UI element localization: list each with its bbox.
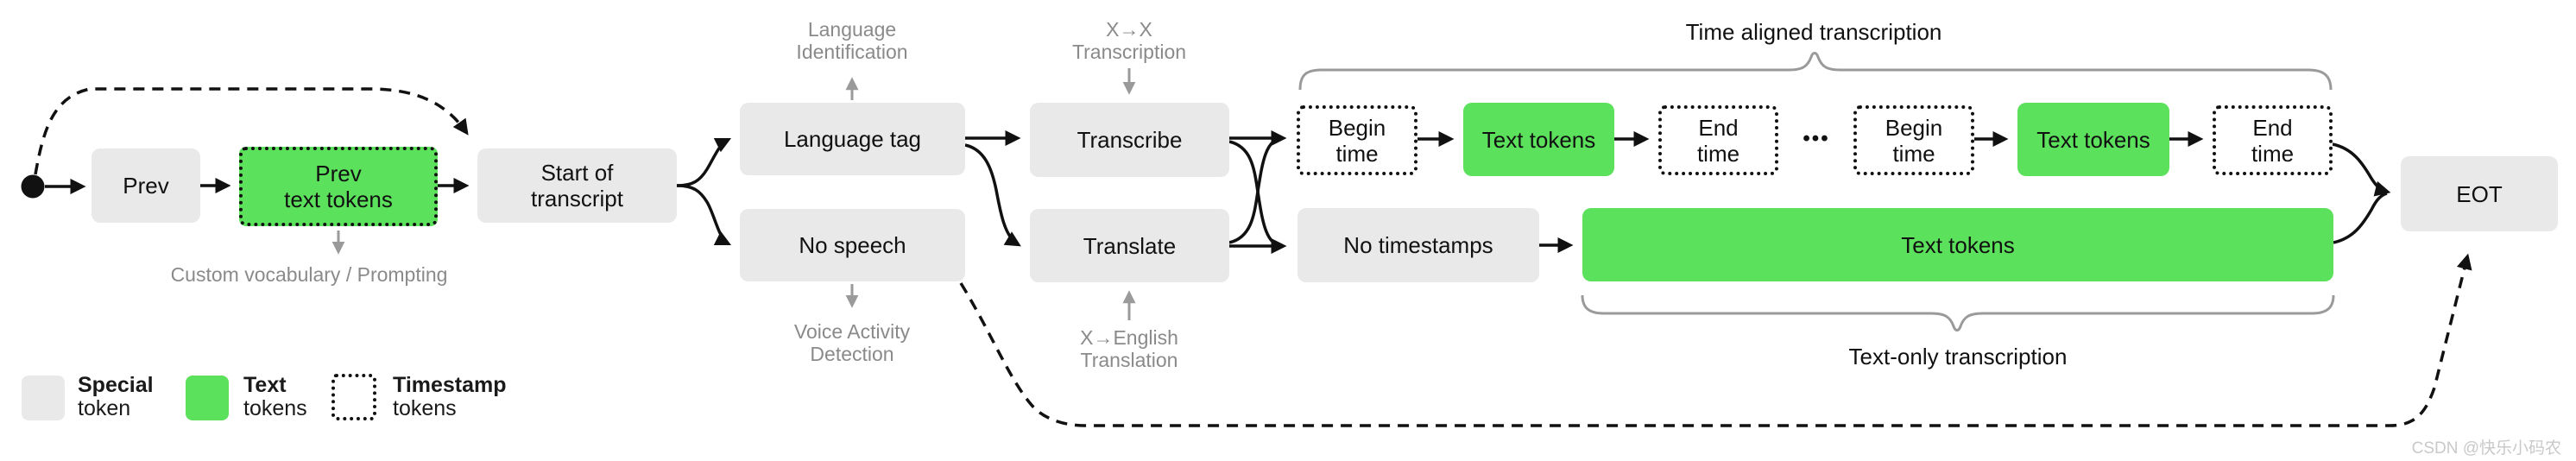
legend-timestamp-tokens-swatch [331,374,376,420]
annotation-xx-transcription: X→X Transcription [1072,18,1186,63]
node-prev-label: Prev [123,173,169,199]
annotation-line: Language [807,18,897,41]
node-text-tokens-2: Text tokens [2017,103,2169,176]
node-no-speech: No speech [740,209,965,281]
braces [1298,52,2335,332]
annotation-line: X→English [1080,326,1178,349]
legend-text-tokens-label: Text tokens [243,374,307,420]
watermark: CSDN @快乐小码农 [2411,439,2561,458]
text-only-brace [1581,294,2335,332]
text-tokens-1-label: Text tokens [1481,126,1596,153]
end-time-line1: End [2252,114,2293,141]
ellipsis-icon: ••• [1803,127,1830,150]
annotation-line: X→X [1106,18,1152,41]
start-dot [21,174,45,199]
legend-special-token-swatch [22,376,65,420]
legend-line: tokens [243,396,307,420]
legend-text-tokens-swatch [186,376,229,420]
annotation-x-english-translation: X→English Translation [1080,326,1178,371]
node-no-speech-label: No speech [799,232,906,258]
begin-time-line1: Begin [1328,114,1386,141]
node-translate: Translate [1030,209,1229,282]
text-tokens-long-label: Text tokens [1901,231,2015,258]
node-language-tag: Language tag [740,103,965,175]
node-start-of-transcript: Start of transcript [477,148,677,223]
node-text-tokens-long: Text tokens [1582,208,2333,281]
annotation-language-identification: Language Identification [796,18,907,63]
node-begin-time-2: Begin time [1853,105,1974,175]
dashed-arrows [34,87,2472,427]
node-end-time-1: End time [1658,105,1778,175]
node-language-tag-label: Language tag [783,126,922,152]
no-timestamps-label: No timestamps [1343,232,1493,258]
node-prev-text-tokens: Prev text tokens [239,147,438,226]
end-time-line1: End [1698,114,1739,141]
end-time-line2: time [2251,140,2295,167]
node-eot: EOT [2401,156,2558,231]
eot-label: EOT [2456,180,2503,207]
node-begin-time-1: Begin time [1297,105,1417,175]
annotation-line: Translation [1080,349,1178,371]
annotation-custom-vocabulary: Custom vocabulary / Prompting [170,263,448,286]
legend-special-token-label: Special token [78,374,154,420]
node-prev: Prev [92,148,200,223]
legend-line: tokens [393,396,457,420]
node-prev-text-tokens-line2: text tokens [284,186,393,212]
time-aligned-brace [1298,52,2333,91]
legend-line: token [78,396,131,420]
legend-timestamp-tokens-label: Timestamp tokens [393,374,507,420]
begin-time-line1: Begin [1885,114,1943,141]
annotation-line: Identification [796,41,908,63]
solid-arrows [45,129,2391,255]
node-transcribe-label: Transcribe [1076,127,1183,153]
gray-arrows [331,68,1136,320]
node-prev-text-tokens-line1: Prev [315,161,362,186]
legend-line: Special [78,373,154,397]
node-start-of-transcript-line1: Start of [540,160,614,186]
node-end-time-2: End time [2213,105,2333,175]
annotation-voice-activity-detection: Voice Activity Detection [794,320,910,365]
node-translate-label: Translate [1083,232,1177,259]
node-no-timestamps: No timestamps [1297,208,1539,282]
text-only-transcription-label: Text-only transcription [1848,344,2068,369]
time-aligned-transcription-label: Time aligned transcription [1685,19,1942,45]
node-text-tokens-1: Text tokens [1463,103,1614,176]
annotation-line: Transcription [1071,41,1187,63]
begin-time-line2: time [1892,140,1935,167]
legend-line: Text [243,373,287,397]
legend-line: Timestamp [393,373,507,397]
annotation-line: Detection [810,343,894,365]
annotation-line: Voice Activity [793,320,911,343]
text-tokens-2-label: Text tokens [2036,126,2150,153]
begin-time-line2: time [1335,140,1379,167]
node-start-of-transcript-line2: transcript [531,186,623,212]
node-transcribe: Transcribe [1030,103,1229,177]
end-time-line2: time [1696,140,1740,167]
